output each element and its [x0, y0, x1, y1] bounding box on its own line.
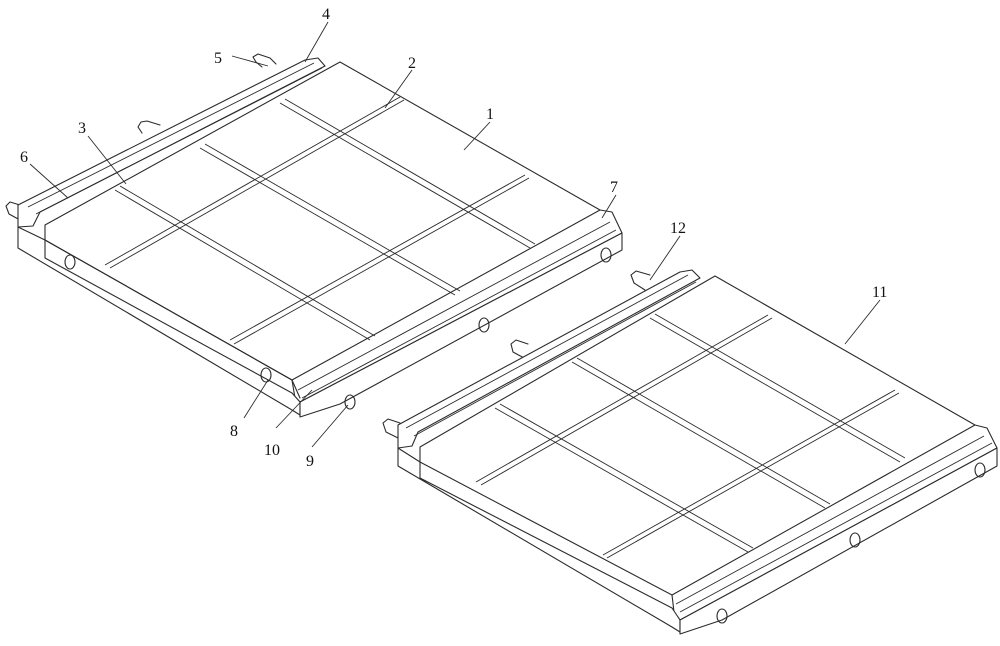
ref-5: 5 [214, 50, 222, 67]
reference-numbers: 4 5 2 1 3 6 7 8 10 9 12 11 [20, 6, 887, 470]
left-pipe-stub-middle [137, 120, 161, 134]
left-hole-side [64, 254, 76, 270]
right-pipe-stub-front [382, 418, 401, 439]
right-grooves [475, 313, 906, 559]
right-pipe-stub-middle [510, 339, 529, 359]
left-hole-end-3 [478, 317, 490, 333]
left-hole-end-2 [344, 394, 356, 410]
right-back-rail [397, 269, 701, 449]
left-top-surface [44, 61, 611, 399]
left-end-face [299, 232, 623, 418]
ref-2: 2 [408, 55, 416, 72]
right-panel [382, 269, 998, 635]
left-panel [5, 53, 623, 418]
leader-lines [29, 21, 881, 448]
right-hole-3 [974, 462, 986, 478]
ref-9: 9 [306, 453, 314, 470]
left-hole-end-4 [600, 247, 612, 263]
ref-12: 12 [670, 220, 686, 237]
ref-11: 11 [872, 284, 887, 301]
ref-3: 3 [78, 120, 86, 137]
right-hole-2 [849, 532, 861, 548]
left-hole-end-1 [260, 367, 272, 383]
ref-7: 7 [610, 179, 618, 196]
ref-1: 1 [486, 106, 494, 123]
right-top-surface [419, 275, 986, 613]
ref-6: 6 [20, 149, 28, 166]
ref-4: 4 [322, 6, 330, 23]
ref-8: 8 [230, 423, 238, 440]
left-grooves [104, 96, 536, 345]
right-pipe-stub-back [630, 270, 651, 291]
ref-10: 10 [264, 442, 280, 459]
left-pipe-stub-front [5, 201, 21, 221]
right-hole-1 [716, 608, 728, 624]
